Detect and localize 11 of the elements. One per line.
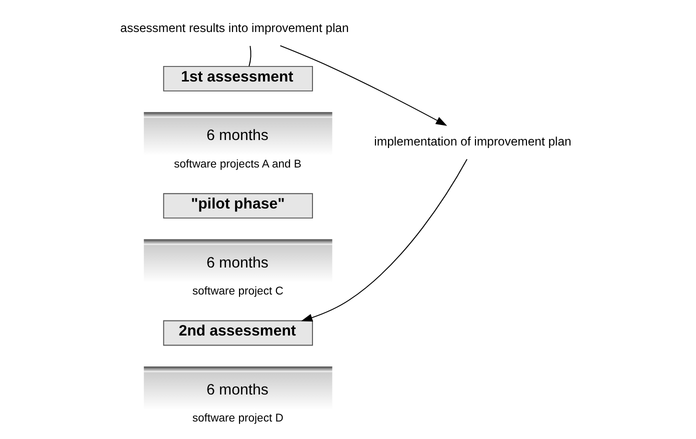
arrow xyxy=(279,45,447,126)
node-label: software project C xyxy=(192,285,283,298)
node-text: assessment results into improvement plan xyxy=(120,20,348,35)
arrow xyxy=(300,158,467,322)
node-box: 2nd assessment xyxy=(162,320,312,346)
node-box: 1st assessment xyxy=(162,66,312,92)
node-box: "pilot phase" xyxy=(162,193,312,219)
connector xyxy=(248,46,251,67)
node-label: software project D xyxy=(192,412,283,425)
node-text: implementation of improvement plan xyxy=(374,134,571,148)
node-label: software projects A and B xyxy=(173,158,301,170)
